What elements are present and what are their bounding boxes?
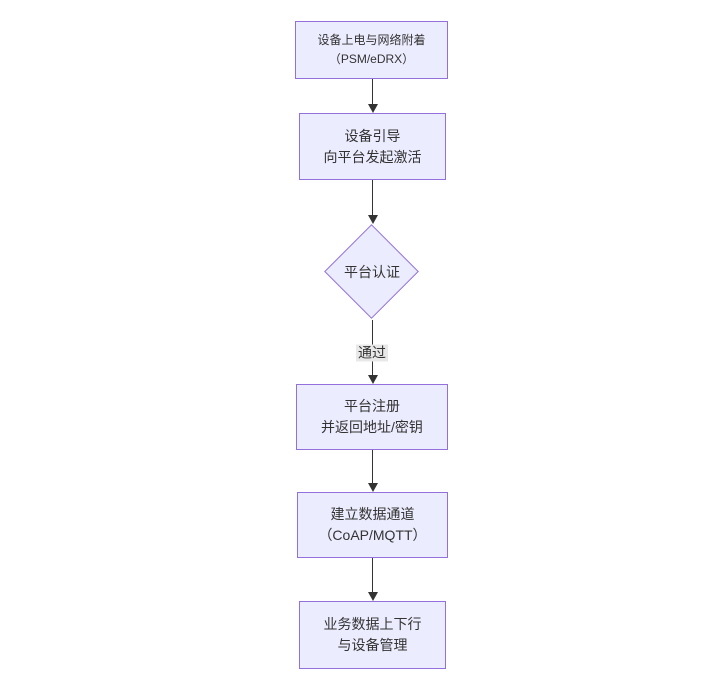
arrowhead-down-icon	[367, 483, 378, 492]
arrow-line	[372, 450, 373, 484]
arrow-line	[372, 79, 373, 105]
node-device-power-attach: 设备上电与网络附着 （PSM/eDRX）	[295, 21, 448, 79]
arrowhead-down-icon	[367, 375, 378, 384]
arrow-n3-n4	[366, 450, 379, 492]
node-platform-register: 平台注册 并返回地址/密钥	[296, 384, 448, 450]
node-business-data: 业务数据上下行 与设备管理	[299, 601, 446, 669]
node-device-bootstrap: 设备引导 向平台发起激活	[299, 113, 446, 180]
arrow-line	[372, 180, 373, 216]
node-data-channel-line1: 建立数据通道	[330, 506, 415, 522]
node-business-data-line1: 业务数据上下行	[323, 616, 422, 632]
node-platform-register-line2: 并返回地址/密钥	[321, 419, 423, 435]
arrow-n1-n2	[366, 79, 379, 113]
decision-platform-auth-label: 平台认证	[344, 264, 400, 280]
edge-label-pass: 通过	[356, 344, 388, 362]
arrow-n4-n5	[366, 558, 379, 601]
node-device-bootstrap-line2: 向平台发起激活	[323, 148, 422, 165]
arrowhead-down-icon	[367, 592, 378, 601]
arrow-line	[372, 558, 373, 593]
node-data-channel: 建立数据通道 （CoAP/MQTT）	[297, 492, 448, 558]
node-device-bootstrap-line1: 设备引导	[344, 127, 401, 144]
arrowhead-down-icon	[367, 104, 378, 113]
node-device-power-attach-line1: 设备上电与网络附着	[317, 33, 426, 47]
arrowhead-down-icon	[367, 215, 378, 224]
node-device-power-attach-line2: （PSM/eDRX）	[328, 52, 415, 66]
node-platform-register-line1: 平台注册	[344, 398, 400, 414]
node-data-channel-line2: （CoAP/MQTT）	[318, 527, 427, 543]
arrow-n2-d1	[366, 180, 379, 224]
node-business-data-line2: 与设备管理	[337, 637, 408, 653]
